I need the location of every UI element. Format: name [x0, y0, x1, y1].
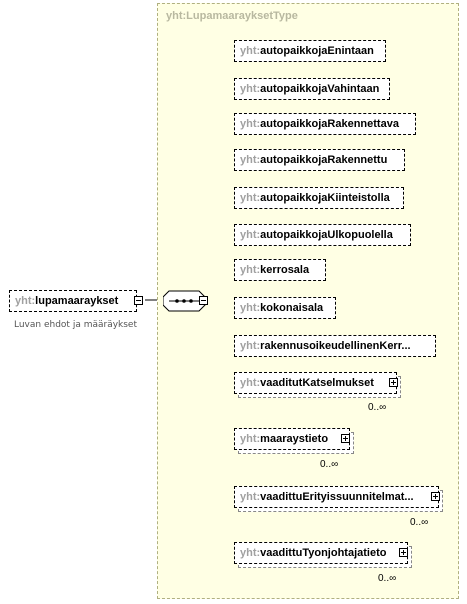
element-vaadittuErityissuunnitelmat[interactable]: yht:vaadittuErityissuunnitelmat... — [234, 486, 439, 508]
element-name: vaaditutKatselmukset — [260, 377, 374, 389]
occurrence-label: 0..∞ — [410, 517, 429, 528]
element-autopaikkojaEnintaan[interactable]: yht:autopaikkojaEnintaan — [234, 40, 386, 62]
element-prefix: yht: — [240, 264, 261, 276]
element-autopaikkojaUlkopuolella[interactable]: yht:autopaikkojaUlkopuolella — [234, 224, 411, 246]
expand-icon[interactable] — [431, 492, 440, 501]
element-prefix: yht: — [240, 547, 261, 559]
element-prefix: yht: — [240, 491, 261, 503]
element-kokonaisala[interactable]: yht:kokonaisala — [234, 297, 336, 319]
sequence-collapse-icon[interactable] — [199, 296, 208, 305]
element-name: rakennusoikeudellinenKerr... — [260, 340, 411, 352]
root-documentation: Luvan ehdot ja määräykset — [14, 320, 137, 330]
element-name: autopaikkojaRakennettu — [260, 154, 388, 166]
element-prefix: yht: — [240, 118, 261, 130]
element-name: autopaikkojaKiinteistolla — [260, 192, 390, 204]
element-prefix: yht: — [240, 229, 261, 241]
element-name: vaadittuErityissuunnitelmat... — [260, 491, 414, 503]
element-prefix: yht: — [240, 340, 261, 352]
element-name: autopaikkojaUlkopuolella — [260, 229, 393, 241]
occurrence-label: 0..∞ — [368, 402, 387, 413]
element-rakennusoikeudellinenKerr[interactable]: yht:rakennusoikeudellinenKerr... — [234, 335, 436, 357]
element-prefix: yht: — [240, 433, 261, 445]
element-autopaikkojaRakennettu[interactable]: yht:autopaikkojaRakennettu — [234, 149, 405, 171]
occurrence-label: 0..∞ — [320, 459, 339, 470]
element-prefix: yht: — [240, 45, 261, 57]
element-name: autopaikkojaVahintaan — [260, 83, 380, 95]
element-prefix: yht: — [240, 154, 261, 166]
element-prefix: yht: — [240, 192, 261, 204]
element-name: autopaikkojaRakennettava — [260, 118, 399, 130]
sequence-icon[interactable] — [163, 290, 209, 312]
collapse-icon[interactable] — [134, 296, 143, 305]
element-prefix: yht: — [240, 83, 261, 95]
element-maaraystieto[interactable]: yht:maaraystieto — [234, 428, 350, 450]
element-kerrosala[interactable]: yht:kerrosala — [234, 259, 326, 281]
expand-icon[interactable] — [341, 434, 350, 443]
root-name: lupamaaraykset — [35, 295, 119, 307]
occurrence-label: 0..∞ — [378, 573, 397, 584]
element-autopaikkojaKiinteistolla[interactable]: yht:autopaikkojaKiinteistolla — [234, 187, 404, 209]
expand-icon[interactable] — [389, 378, 398, 387]
element-name: vaadittuTyonjohtajatieto — [260, 547, 387, 559]
complex-type-title: yht:LupamaarayksetType — [166, 10, 298, 22]
element-name: maaraystieto — [260, 433, 329, 445]
element-name: kerrosala — [260, 264, 310, 276]
element-autopaikkojaVahintaan[interactable]: yht:autopaikkojaVahintaan — [234, 78, 390, 100]
expand-icon[interactable] — [399, 548, 408, 557]
element-autopaikkojaRakennettava[interactable]: yht:autopaikkojaRakennettava — [234, 113, 416, 135]
element-name: autopaikkojaEnintaan — [260, 45, 374, 57]
element-name: kokonaisala — [260, 302, 324, 314]
element-prefix: yht: — [240, 302, 261, 314]
element-vaadittuTyonjohtajatieto[interactable]: yht:vaadittuTyonjohtajatieto — [234, 542, 408, 564]
element-vaaditutKatselmukset[interactable]: yht:vaaditutKatselmukset — [234, 372, 397, 394]
element-prefix: yht: — [240, 377, 261, 389]
root-prefix: yht: — [15, 295, 36, 307]
root-element-lupamaaraykset[interactable]: yht:lupamaaraykset — [9, 290, 137, 312]
